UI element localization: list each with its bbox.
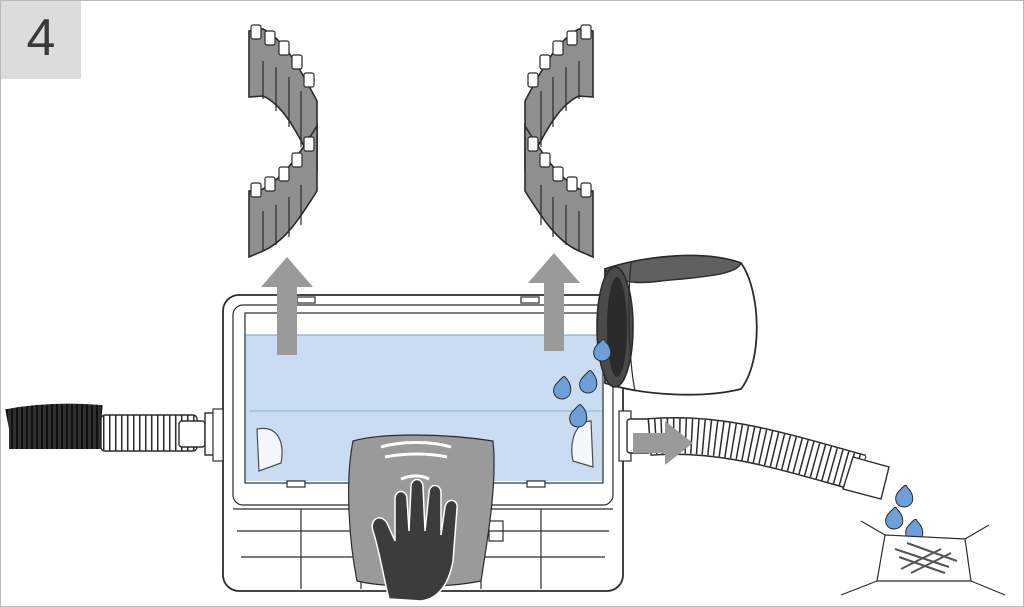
filter-part-icon [249, 126, 317, 257]
filter-part-icon [525, 126, 593, 257]
water-drop-icon [896, 485, 913, 507]
canister-icon [597, 256, 757, 395]
hose-icon [9, 409, 223, 461]
hose-icon [619, 411, 889, 499]
water-drop-icon [886, 507, 903, 529]
